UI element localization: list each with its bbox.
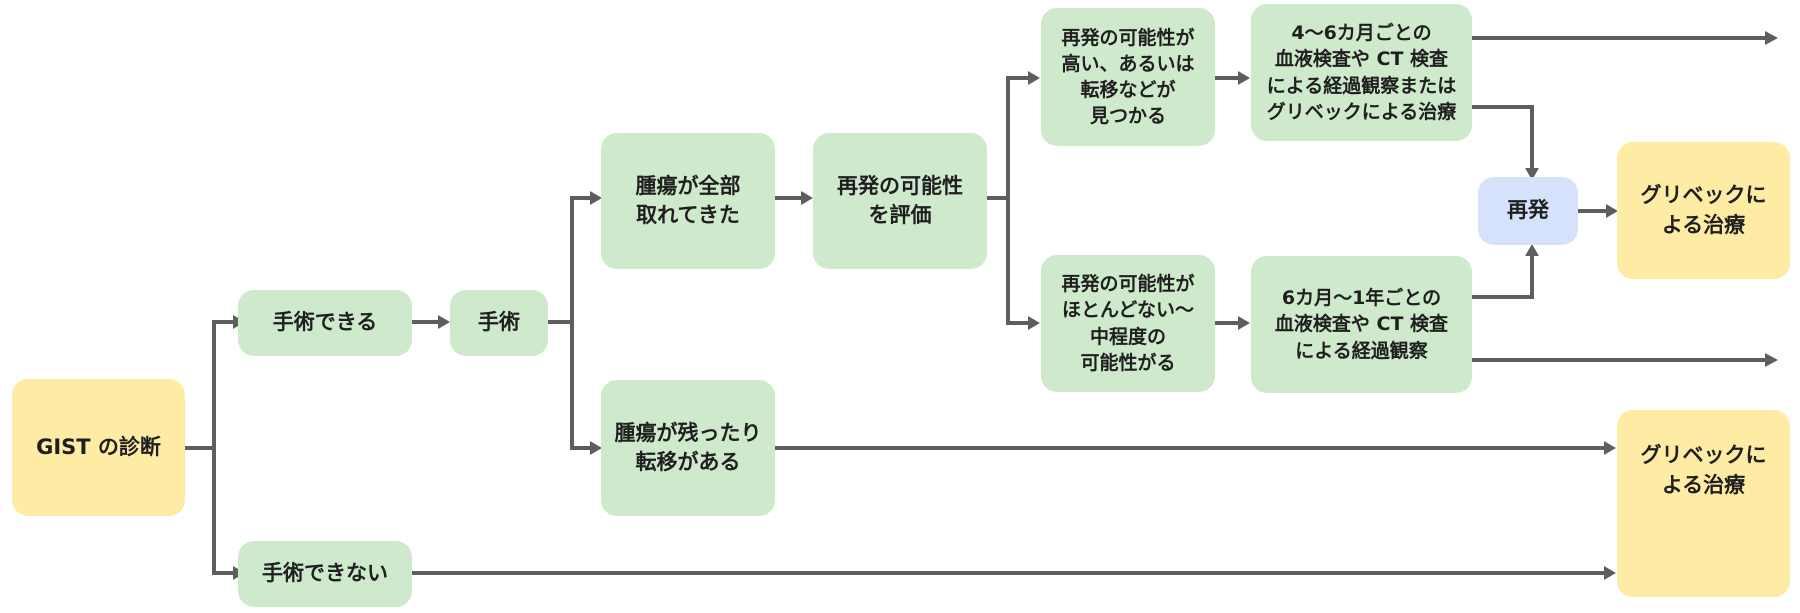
node-surgery: 手術 [450, 290, 548, 356]
node-tumor-remaining: 腫瘍が残ったり 転移がある [601, 380, 775, 516]
connector-low-to-followup [1215, 316, 1250, 330]
node-high-risk: 再発の可能性が 高い、あるいは 転移などが 見つかる [1041, 8, 1215, 146]
node-followup-high: 4～6カ月ごとの 血液検査や CT 検査 による経過観察または グリベックによる… [1251, 4, 1472, 141]
node-evaluate-recurrence: 再発の可能性 を評価 [813, 133, 987, 269]
connector-impossible-to-gleevec [412, 566, 1616, 580]
connector-surgery-possible-to-surgery [412, 315, 450, 329]
node-diagnosis: GIST の診断 [12, 379, 185, 516]
node-followup-low: 6カ月～1年ごとの 血液検査や CT 検査 による経過観察 [1251, 256, 1472, 393]
node-surgery-possible: 手術できる [238, 290, 412, 356]
connector-followup-high-to-recurrence [1472, 105, 1539, 180]
connector-high-to-followup [1215, 71, 1250, 85]
node-low-risk: 再発の可能性が ほとんどない～ 中程度の 可能性がる [1041, 255, 1215, 392]
connector-followup-high-out [1472, 31, 1778, 45]
connector-diagnosis-branch [185, 315, 245, 580]
node-gleevec-treatment-2: グリベックに よる治療 [1617, 410, 1790, 597]
node-gleevec-treatment-1: グリベックに よる治療 [1617, 142, 1790, 279]
connector-evaluate-branch [987, 71, 1040, 330]
connector-followup-low-out [1472, 353, 1778, 367]
node-recurrence: 再発 [1478, 177, 1578, 245]
connector-surgery-branch [548, 191, 602, 455]
connector-removed-to-evaluate [775, 191, 813, 205]
connector-followup-low-to-recurrence [1472, 244, 1539, 299]
node-tumor-removed: 腫瘍が全部 取れてきた [601, 133, 775, 269]
connector-remaining-to-gleevec [775, 441, 1616, 455]
connector-recurrence-to-gleevec [1578, 204, 1618, 218]
node-surgery-impossible: 手術できない [238, 541, 412, 607]
